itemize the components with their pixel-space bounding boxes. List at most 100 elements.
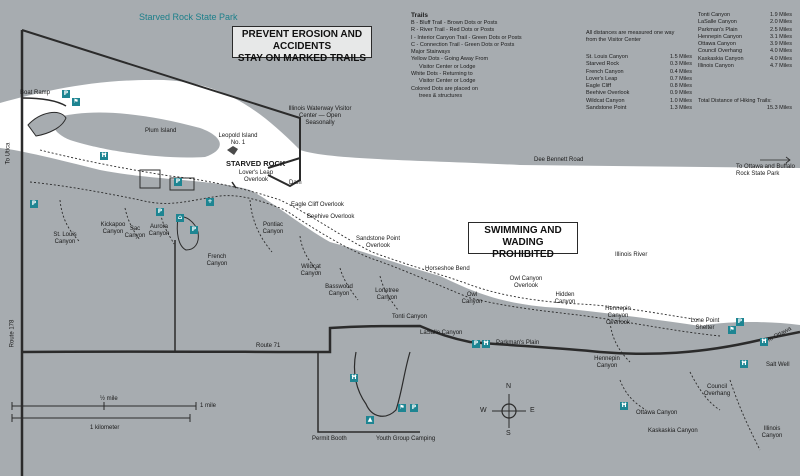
restroom-icon[interactable]: ⚑ [72,98,80,106]
compass-ring [501,403,517,419]
picnic-icon[interactable]: Ħ [620,402,628,410]
distance-name: Starved Rock [586,61,620,68]
parking-icon[interactable]: P [30,200,38,208]
total-distance: Total Distance of Hiking Trails: 15.3 Mi… [698,98,792,113]
picnic-icon[interactable]: Ħ [482,340,490,348]
river-trail [39,149,701,321]
label-visitor-center: Illinois Waterway Visitor Center — Open … [288,106,352,126]
distance-value: 1.0 Miles [669,97,692,104]
compass-e: E [530,407,535,414]
distance-value: 2.5 Miles [769,26,792,33]
restroom-icon[interactable]: ⚑ [728,326,736,334]
legend-item: Visitor Center or Lodge [419,63,476,70]
distance-value: 0.4 Miles [669,68,692,75]
restroom-icon[interactable]: ⚑ [398,404,406,412]
campground-icon[interactable]: ▲ [366,416,374,424]
label-council-overhang: Council Overhang [703,384,731,397]
legend-item: B - Bluff Trail - Brown Dots or Posts [411,20,498,26]
lodge-icon[interactable]: ⌂ [176,214,184,222]
distance-name: Eagle Cliff [586,83,611,90]
label-illinois-canyon: Illinois Canyon [761,426,783,439]
dam [267,156,301,188]
distance-value: 1.9 Miles [769,12,792,18]
distance-value: 0.7 Miles [669,75,692,82]
compass-n: N [506,383,512,390]
distance-name: Wildcat Canyon [586,97,625,104]
parking-icon[interactable]: P [156,208,164,216]
label-french-canyon: French Canyon [206,254,228,267]
parking-icon[interactable]: P [472,340,480,348]
park-title: Starved Rock State Park [139,12,238,22]
distance-value: 3.9 Miles [769,41,792,48]
label-st-louis-canyon: St. Louis Canyon [53,232,77,245]
french-canyon-outline [176,216,199,251]
distance-name: Sandstone Point [586,105,627,112]
picnic-icon[interactable]: Ħ [100,152,108,160]
scale-bar [11,402,197,422]
picnic-icon[interactable]: Ħ [740,360,748,368]
swimming-notice: SWIMMING AND WADING PROHIBITED [468,222,578,260]
road-diagonal [21,29,301,160]
label-owl-canyon-overlook: Owl Canyon Overlook [509,276,543,289]
parking-icon[interactable]: P [190,226,198,234]
scale-one-mile: 1 mile [200,403,217,409]
parking-icon[interactable]: P [736,318,744,326]
parking-icon[interactable]: P [174,178,182,186]
label-to-utica: To Utica [5,142,12,165]
label-illinois-river: Illinois River [615,252,648,258]
label-tonti-canyon: Tonti Canyon [392,314,428,320]
first-aid-icon[interactable]: + [206,198,214,206]
label-plum-island: Plum Island [145,128,177,134]
parking-icon[interactable]: P [410,404,418,412]
total-value: 15.3 Miles [766,105,792,112]
distance-value: 2.0 Miles [769,19,792,26]
distance-name: Illinois Canyon [698,63,734,70]
label-to-ottawa-buffalo: To Ottawa and Buffalo Rock State Park [736,164,795,177]
interior-trail [59,199,761,451]
label-sac-canyon: Sac Canyon [124,226,146,239]
distance-value: 1.5 Miles [669,54,692,60]
label-hidden-canyon: Hidden Canyon [554,292,576,305]
label-youth-group-camping: Youth Group Camping [376,436,436,442]
label-aurora-canyon: Aurora Canyon [148,224,170,237]
distance-name: Beehive Overlook [586,90,630,97]
legend-item: Yellow Dots - Going Away From [411,56,489,63]
distance-value: 4.0 Miles [769,55,792,62]
boat-ramp-land [27,111,67,137]
distance-value: 0.8 Miles [669,83,692,90]
label-permit-booth: Permit Booth [312,436,347,442]
label-dam: Dam [289,180,302,186]
label-sandstone-point: Sandstone Point Overlook [355,236,401,249]
picnic-icon[interactable]: Ħ [350,374,358,382]
distance-row: Eagle Cliff 0.8 Miles [586,83,692,90]
distance-name: Hennepin Canyon [698,33,743,40]
legend-item: C - Connection Trail - Green Dots or Pos… [411,41,515,48]
parking-icon[interactable]: P [62,90,70,98]
label-salt-well: Salt Well [766,362,790,368]
route-71-road [21,324,800,356]
scale-half-mile: ½ mile [100,396,118,402]
bluff-trail [29,181,721,337]
trail-legend: Trails B - Bluff Trail - Brown Dots or P… [408,12,796,122]
legend-title: Trails [411,12,428,19]
distance-value: 4.7 Miles [769,63,792,70]
label-leopold-island: Leopold Island No. 1 [218,133,258,146]
label-lone-point-shelter: Lone Point Shelter [690,318,720,331]
total-label: Total Distance of Hiking Trails: [698,98,772,104]
label-basswood-canyon: Basswood Canyon [325,284,353,297]
picnic-icon[interactable]: Ħ [760,338,768,346]
label-starved-rock: STARVED ROCK [226,159,286,168]
label-beehive: Beehive Overlook [307,214,355,220]
label-hennepin-overlook: Hennepin Canyon Overlook [605,306,631,326]
label-eagle-cliff: Eagle Cliff Overlook [291,202,344,208]
label-wildcat-canyon: Wildcat Canyon [300,264,322,277]
ottawa-arrow [760,156,791,164]
distance-value: 3.1 Miles [769,33,792,40]
label-boat-ramp: Boat Ramp [20,90,51,96]
